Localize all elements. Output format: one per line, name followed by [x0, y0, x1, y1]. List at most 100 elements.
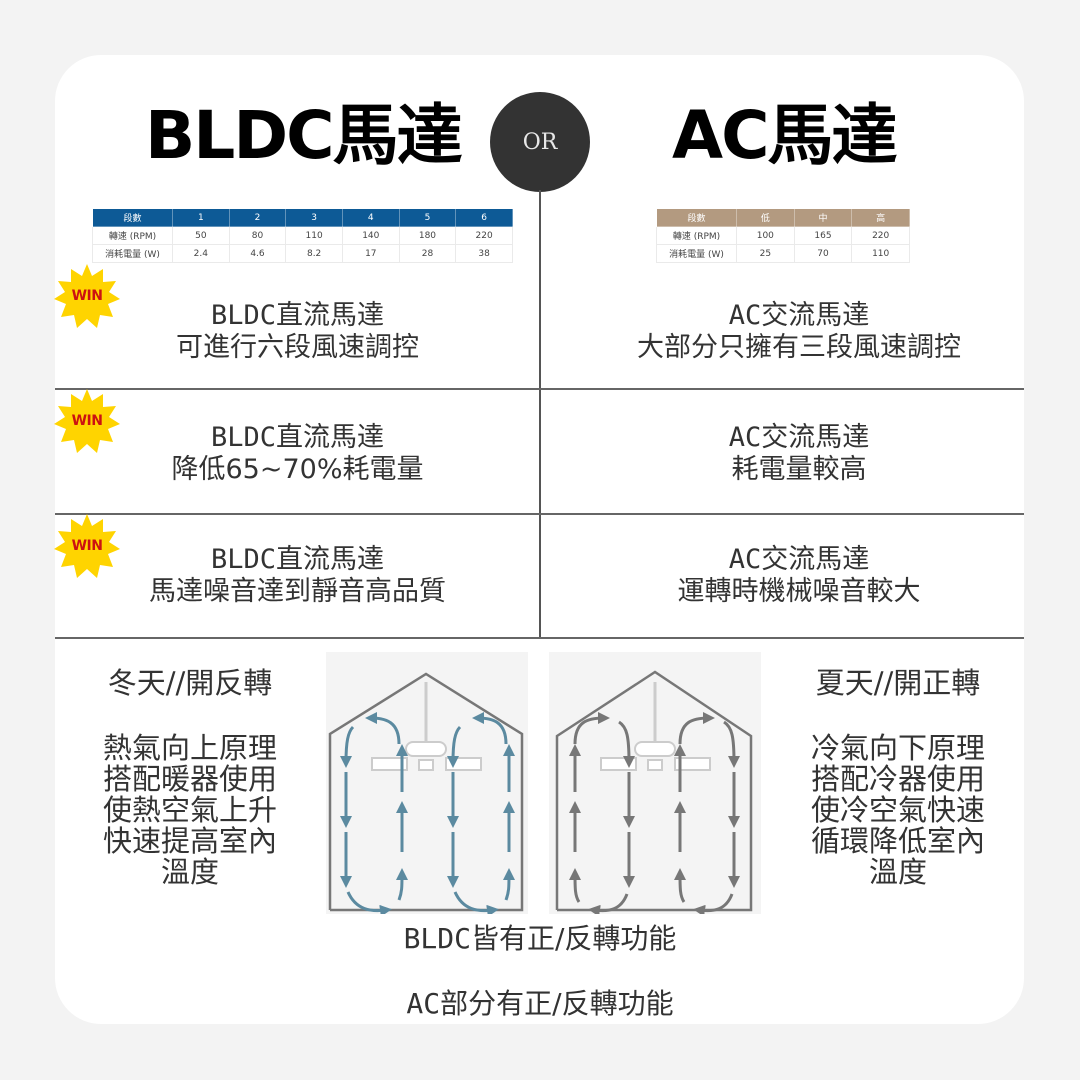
table-header-cell: 6 [455, 208, 513, 227]
text-line: AC [406, 987, 441, 1020]
text-line: 降低65~70%耗電量 [171, 454, 424, 485]
table-row: 消耗電量 (W) 2.4 4.6 8.2 17 28 38 [92, 244, 513, 263]
table-row: 消耗電量 (W) 25 70 110 [656, 244, 910, 263]
ac-speed-control-text: AC交流馬達 大部分只擁有三段風速調控 [540, 300, 1058, 364]
ceiling-fan-downdraft-icon [555, 670, 753, 914]
bldc-table-header-row: 段數 1 2 3 4 5 6 [92, 208, 513, 227]
win-badge: WIN [54, 263, 120, 329]
win-label: WIN [71, 538, 103, 554]
starburst-icon [54, 389, 120, 453]
row-divider-1 [55, 388, 1024, 390]
ac-speed-table: 段數 低 中 高 轉速 (RPM) 100 165 220 消耗電量 (W) 2… [656, 208, 910, 263]
table-header-cell: 段數 [92, 208, 173, 227]
text-line: 交流馬達 [761, 300, 870, 331]
table-header-cell: 5 [398, 208, 457, 227]
table-cell: 38 [455, 244, 513, 263]
table-cell: 100 [736, 226, 795, 245]
reverse-rotation-diagram [326, 652, 528, 914]
bldc-speed-table: 段數 1 2 3 4 5 6 轉速 (RPM) 50 80 110 140 18… [92, 208, 513, 263]
table-header-cell: 3 [285, 208, 343, 227]
winter-description: 熱氣向上原理 搭配暖器使用 使熱空氣上升 快速提高室內 溫度 [80, 733, 300, 888]
text-line: BLDC [210, 422, 277, 453]
text-line: AC [728, 544, 762, 575]
ac-reverse-note: AC部分有正/反轉功能 [0, 982, 1080, 1022]
text-line: 熱氣向上原理 [102, 731, 277, 765]
table-header-cell: 1 [172, 208, 230, 227]
text-line: 皆有正/反轉功能 [471, 922, 677, 955]
table-header-cell: 段數 [656, 208, 737, 227]
bldc-power-text: BLDC直流馬達 降低65~70%耗電量 [55, 422, 540, 486]
text-line: 部分有正/反轉功能 [440, 987, 674, 1020]
table-cell: 17 [341, 244, 400, 263]
text-line: 快速提高室內 [102, 824, 277, 858]
table-cell: 消耗電量 (W) [92, 244, 173, 263]
table-cell: 165 [793, 226, 853, 245]
win-label: WIN [71, 288, 103, 304]
forward-rotation-diagram [549, 652, 761, 914]
bldc-title: BLDC馬達 [145, 97, 463, 174]
table-cell: 110 [285, 226, 343, 245]
win-badge: WIN [54, 388, 120, 454]
bldc-noise-text: BLDC直流馬達 馬達噪音達到靜音高品質 [55, 544, 540, 608]
or-badge: OR [490, 92, 590, 192]
text-line: BLDC [210, 544, 277, 575]
starburst-icon [54, 514, 120, 578]
table-cell: 28 [398, 244, 457, 263]
ac-noise-text: AC交流馬達 運轉時機械噪音較大 [540, 544, 1058, 608]
table-header-cell: 4 [341, 208, 400, 227]
text-line: AC [728, 300, 762, 331]
table-cell: 8.2 [285, 244, 343, 263]
text-line: 直流馬達 [276, 544, 385, 575]
text-line: AC [728, 422, 762, 453]
text-line: 直流馬達 [276, 422, 385, 453]
table-row: 轉速 (RPM) 50 80 110 140 180 220 [92, 226, 513, 245]
table-cell: 消耗電量 (W) [656, 244, 737, 263]
text-line: 直流馬達 [276, 300, 385, 331]
table-header-cell: 低 [736, 208, 795, 227]
winter-heading: 冬天//開反轉 [107, 666, 273, 700]
center-divider [539, 190, 541, 639]
row-divider-2 [55, 513, 1024, 515]
text-line: 使冷空氣快速 [810, 793, 985, 827]
starburst-icon [54, 264, 120, 328]
table-header-cell: 高 [851, 208, 910, 227]
text-line: 大部分只擁有三段風速調控 [637, 332, 961, 363]
bldc-reverse-note: BLDC皆有正/反轉功能 [0, 917, 1080, 957]
text-line: 使熱空氣上升 [102, 793, 277, 827]
ac-title: AC馬達 [672, 97, 898, 174]
win-label: WIN [71, 413, 103, 429]
summer-description: 冷氣向下原理 搭配冷器使用 使冷空氣快速 循環降低室內 溫度 [788, 733, 1008, 888]
table-cell: 220 [851, 226, 910, 245]
text-line: 可進行六段風速調控 [176, 332, 419, 363]
summer-heading: 夏天//開正轉 [815, 666, 981, 700]
text-line: 冷氣向下原理 [810, 731, 985, 765]
table-header-cell: 中 [793, 208, 853, 227]
table-cell: 110 [851, 244, 910, 263]
text-line: 溫度 [868, 855, 927, 889]
table-cell: 轉速 (RPM) [92, 226, 173, 245]
ceiling-fan-updraft-icon [328, 672, 524, 914]
table-cell: 80 [228, 226, 287, 245]
text-line: 搭配暖器使用 [102, 762, 277, 796]
ac-table-header-row: 段數 低 中 高 [656, 208, 910, 227]
text-line: 耗電量較高 [731, 454, 867, 485]
text-line: 循環降低室內 [810, 824, 985, 858]
or-label: OR [522, 129, 558, 155]
row-divider-3 [55, 637, 1024, 639]
table-cell: 4.6 [228, 244, 287, 263]
ac-power-text: AC交流馬達 耗電量較高 [540, 422, 1058, 486]
text-line: 運轉時機械噪音較大 [677, 576, 921, 607]
win-badge: WIN [54, 513, 120, 579]
text-line: 馬達噪音達到靜音高品質 [149, 576, 446, 607]
table-cell: 140 [341, 226, 400, 245]
table-cell: 180 [398, 226, 457, 245]
table-cell: 2.4 [172, 244, 230, 263]
bldc-speed-control-text: BLDC直流馬達 可進行六段風速調控 [55, 300, 540, 364]
text-line: BLDC [210, 300, 277, 331]
table-cell: 220 [455, 226, 513, 245]
table-cell: 轉速 (RPM) [656, 226, 737, 245]
text-line: 溫度 [160, 855, 219, 889]
table-cell: 25 [736, 244, 795, 263]
text-line: 交流馬達 [761, 544, 870, 575]
table-cell: 50 [172, 226, 230, 245]
